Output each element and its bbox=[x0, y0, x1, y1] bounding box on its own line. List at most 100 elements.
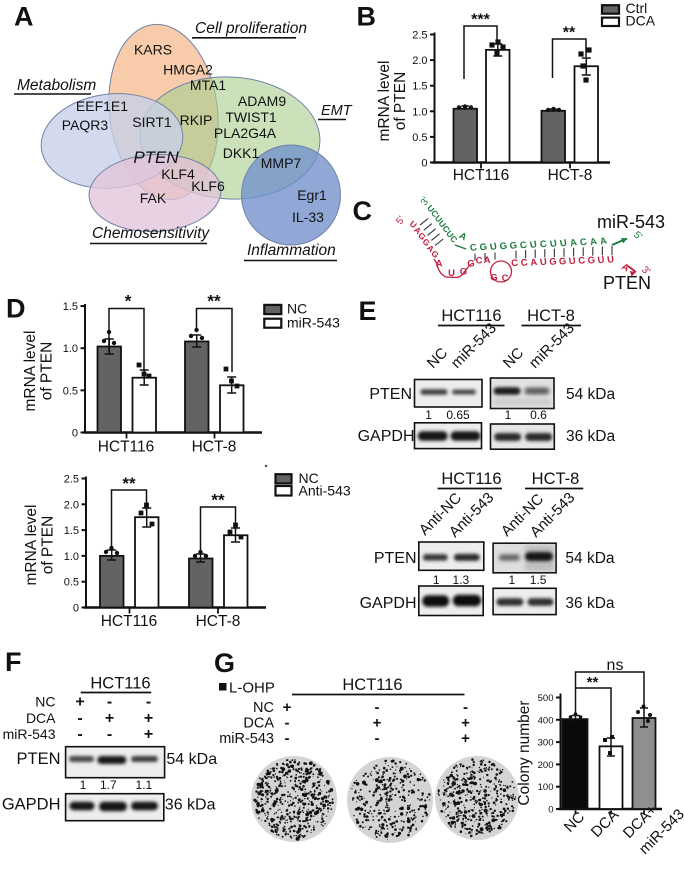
svg-text:G: G bbox=[429, 248, 441, 260]
svg-text:-: - bbox=[285, 715, 290, 732]
svg-text:PTEN: PTEN bbox=[133, 148, 179, 167]
svg-text:C: C bbox=[476, 256, 483, 267]
svg-text:1: 1 bbox=[508, 573, 515, 587]
svg-text:ns: ns bbox=[607, 657, 624, 674]
svg-text:PLA2G4A: PLA2G4A bbox=[214, 125, 277, 141]
svg-text:300: 300 bbox=[538, 738, 554, 749]
svg-text:U: U bbox=[489, 241, 498, 253]
svg-text:100: 100 bbox=[538, 782, 554, 793]
svg-text:A: A bbox=[530, 257, 538, 269]
svg-text:2.0: 2.0 bbox=[64, 499, 79, 511]
svg-text:GAPDH: GAPDH bbox=[2, 796, 61, 814]
svg-text:+: + bbox=[461, 730, 470, 747]
svg-text:E: E bbox=[359, 296, 377, 326]
svg-text:-: - bbox=[375, 699, 380, 716]
svg-text:-: - bbox=[107, 693, 112, 710]
svg-text:G: G bbox=[549, 256, 558, 268]
svg-text:C: C bbox=[520, 257, 528, 269]
svg-text:KLF4: KLF4 bbox=[161, 166, 195, 182]
svg-text:+: + bbox=[283, 699, 292, 716]
svg-text:EMT: EMT bbox=[321, 103, 353, 119]
svg-text:1.5: 1.5 bbox=[63, 301, 78, 313]
svg-text:DKK1: DKK1 bbox=[223, 145, 260, 161]
svg-text:2.0: 2.0 bbox=[412, 55, 427, 67]
svg-text:NC: NC bbox=[253, 700, 274, 716]
svg-text:0.5: 0.5 bbox=[64, 577, 79, 589]
svg-text:G: G bbox=[421, 236, 433, 248]
svg-text:NC: NC bbox=[299, 470, 319, 486]
svg-text:U: U bbox=[433, 213, 445, 224]
svg-text:PTEN: PTEN bbox=[16, 750, 60, 768]
svg-text:**: ** bbox=[207, 292, 221, 311]
svg-text:HCT-8: HCT-8 bbox=[527, 307, 575, 325]
svg-text:0: 0 bbox=[548, 805, 553, 816]
svg-text:C: C bbox=[578, 255, 586, 267]
svg-text:A: A bbox=[589, 236, 598, 248]
svg-text:HCT116: HCT116 bbox=[453, 167, 510, 184]
svg-text:Chemosensitivity: Chemosensitivity bbox=[92, 225, 210, 242]
svg-text:Ctrl: Ctrl bbox=[626, 0, 648, 16]
svg-text:2.5: 2.5 bbox=[412, 30, 427, 42]
svg-text:U: U bbox=[549, 238, 558, 250]
svg-text:KARS: KARS bbox=[134, 42, 172, 58]
svg-text:54 kDa: 54 kDa bbox=[166, 751, 217, 768]
svg-text:U: U bbox=[437, 218, 449, 229]
svg-text:miR-543: miR-543 bbox=[3, 726, 56, 742]
svg-text:G: G bbox=[509, 240, 519, 252]
svg-text:U: U bbox=[606, 254, 614, 266]
svg-text:A: A bbox=[569, 237, 578, 249]
svg-text:1.7: 1.7 bbox=[100, 778, 117, 792]
svg-text:HCT116: HCT116 bbox=[342, 676, 402, 694]
svg-text:-: - bbox=[146, 693, 151, 710]
svg-text:G: G bbox=[490, 273, 497, 284]
svg-text:+: + bbox=[105, 710, 114, 727]
svg-text:PAQR3: PAQR3 bbox=[62, 117, 109, 133]
svg-text:-: - bbox=[77, 710, 82, 727]
svg-text:MTA1: MTA1 bbox=[190, 77, 227, 93]
svg-text:54 kDa: 54 kDa bbox=[565, 550, 614, 567]
svg-text:TWIST1: TWIST1 bbox=[225, 109, 277, 125]
svg-text:U: U bbox=[539, 257, 547, 269]
svg-text:U: U bbox=[408, 219, 419, 231]
svg-text:C: C bbox=[353, 196, 373, 226]
svg-text:0.6: 0.6 bbox=[530, 408, 547, 422]
svg-text:C: C bbox=[579, 236, 588, 248]
svg-text:B: B bbox=[357, 2, 377, 32]
svg-text:A: A bbox=[599, 235, 608, 247]
svg-text:36 kDa: 36 kDa bbox=[565, 595, 614, 612]
svg-text:HCT116: HCT116 bbox=[441, 470, 501, 488]
svg-text:-: - bbox=[375, 730, 380, 747]
svg-text:-: - bbox=[285, 730, 290, 747]
svg-text:Egr1: Egr1 bbox=[297, 187, 327, 203]
svg-text:G: G bbox=[499, 240, 509, 252]
svg-text:GAPDH: GAPDH bbox=[358, 428, 415, 445]
svg-text:1.0: 1.0 bbox=[412, 106, 427, 118]
svg-text:A: A bbox=[436, 259, 443, 270]
svg-text:G: G bbox=[416, 230, 428, 242]
svg-text:C: C bbox=[429, 208, 441, 219]
svg-text:U: U bbox=[425, 203, 437, 214]
svg-text:D: D bbox=[6, 294, 26, 324]
svg-text:+: + bbox=[144, 726, 153, 743]
svg-text:36 kDa: 36 kDa bbox=[566, 428, 615, 445]
svg-text:Cell proliferation: Cell proliferation bbox=[195, 20, 307, 37]
svg-text:0.5: 0.5 bbox=[63, 385, 78, 397]
svg-text:DCA: DCA bbox=[26, 710, 56, 726]
svg-text:U: U bbox=[597, 254, 605, 266]
svg-text:0.65: 0.65 bbox=[446, 408, 470, 422]
svg-text:500: 500 bbox=[538, 693, 554, 704]
svg-text:NC: NC bbox=[35, 693, 55, 709]
svg-text:**: ** bbox=[122, 474, 136, 493]
svg-text:RKIP: RKIP bbox=[180, 112, 213, 128]
svg-text:C: C bbox=[539, 238, 548, 250]
svg-text:HCT116: HCT116 bbox=[98, 439, 155, 456]
svg-text:HCT116: HCT116 bbox=[441, 307, 501, 325]
svg-text:mRNA level: mRNA level bbox=[376, 61, 393, 142]
svg-text:miR-543: miR-543 bbox=[597, 212, 665, 232]
svg-text:G: G bbox=[558, 256, 567, 268]
svg-text:+: + bbox=[75, 693, 84, 710]
svg-text:G: G bbox=[587, 255, 596, 267]
svg-text:PTEN: PTEN bbox=[603, 273, 651, 293]
svg-text:1: 1 bbox=[433, 573, 440, 587]
svg-text:DCA: DCA bbox=[243, 716, 274, 732]
